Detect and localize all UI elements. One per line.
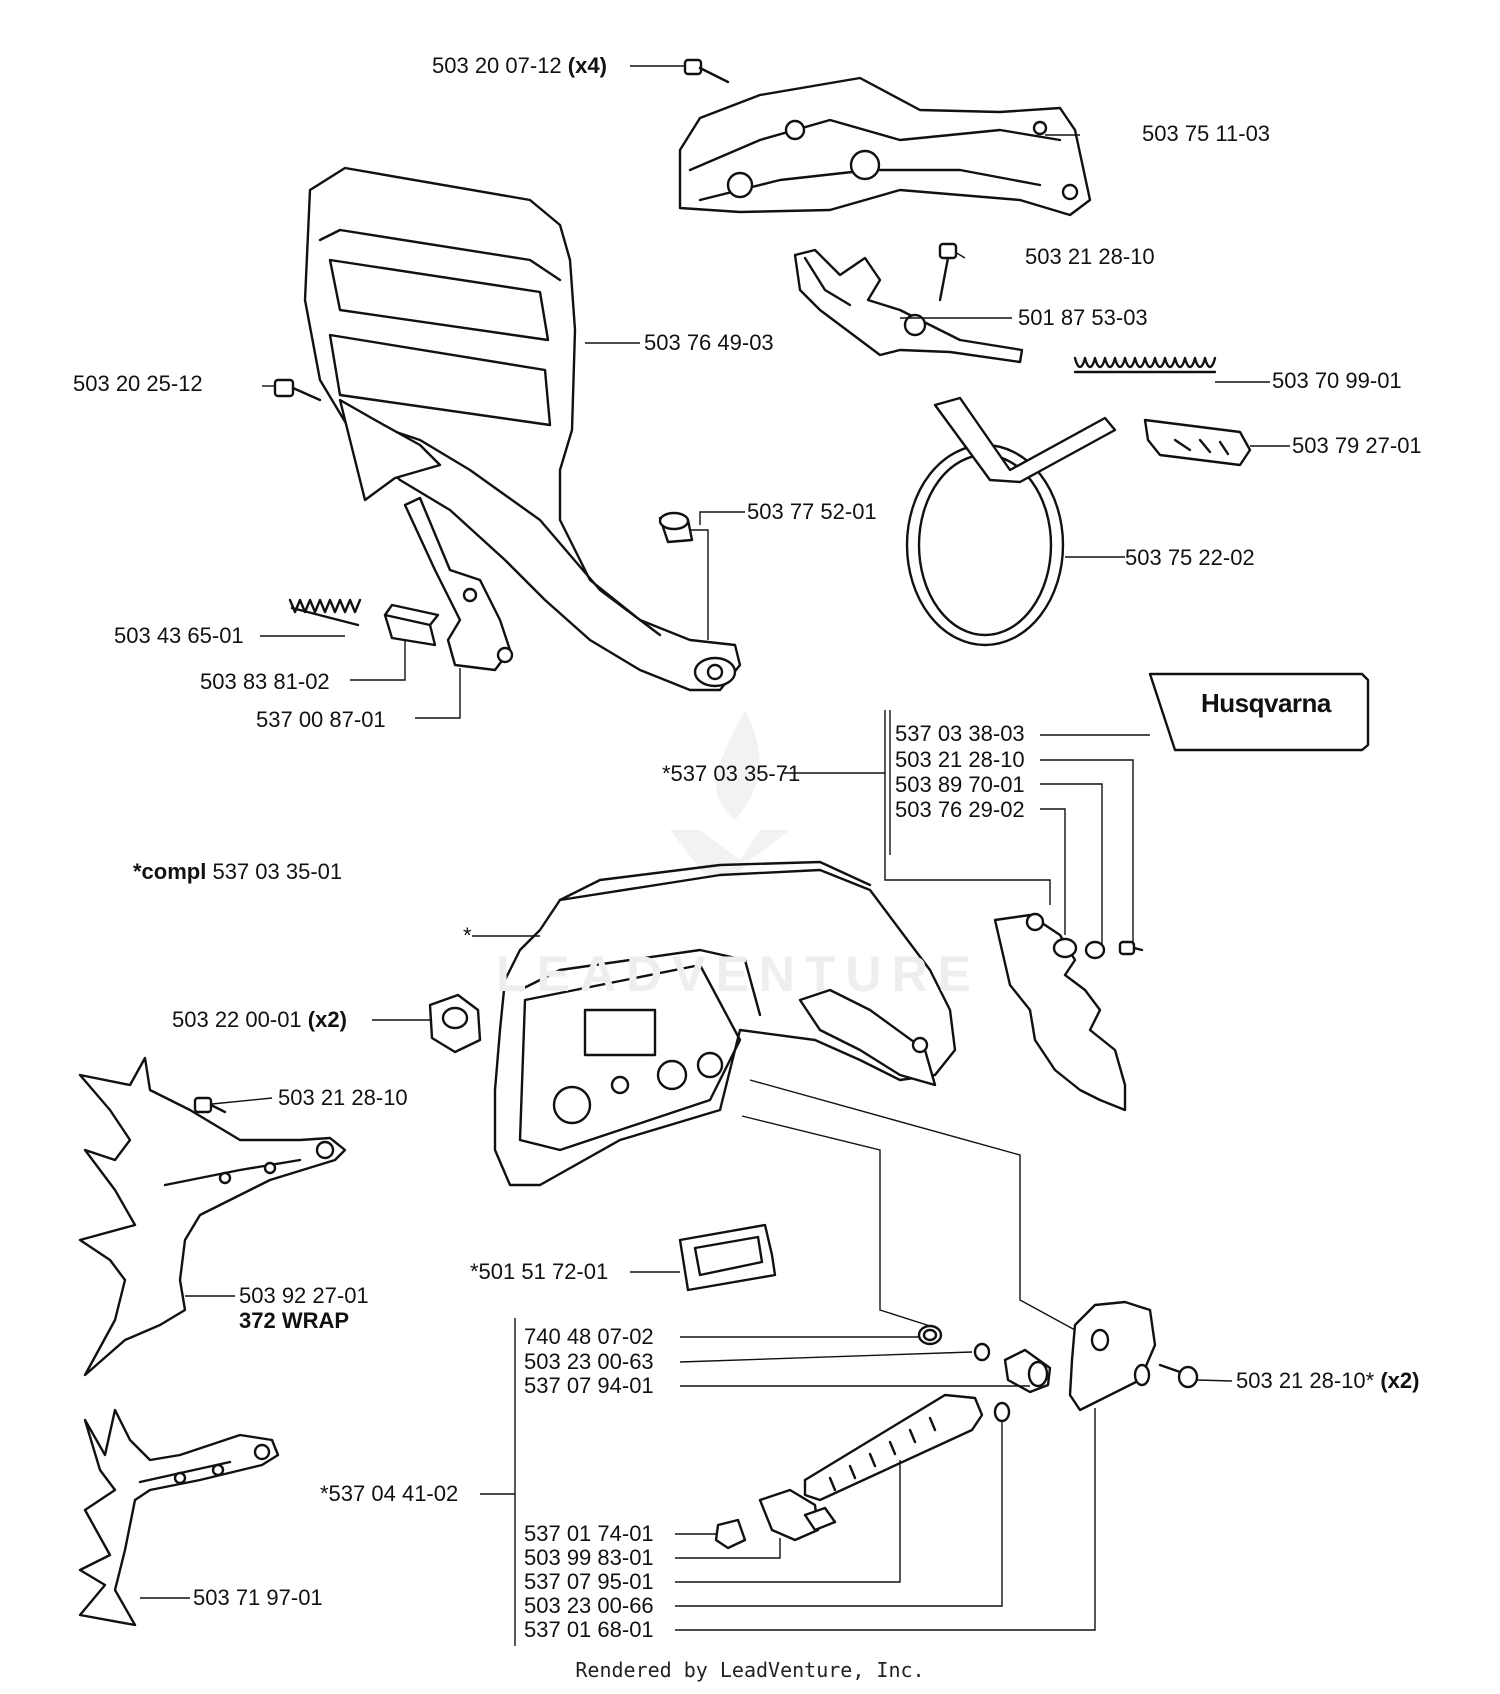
label-screw-d-number: 503 21 28-10*	[1236, 1368, 1375, 1393]
latch-part	[403, 496, 514, 672]
top-cover-part	[678, 76, 1092, 217]
label-washer-b[interactable]: 503 89 70-01	[895, 772, 1025, 797]
oring-c-part	[993, 1401, 1011, 1423]
label-screw-x4-qty: (x4)	[567, 53, 607, 78]
label-spacer-b[interactable]: 503 76 29-02	[895, 797, 1025, 822]
label-nut-qty: (x2)	[307, 1007, 347, 1032]
spacer-part	[1052, 937, 1144, 960]
label-screw-guard[interactable]: 503 20 25-12	[73, 371, 203, 396]
nut-part	[428, 993, 482, 1054]
label-spike-a-note[interactable]: 372 WRAP	[239, 1308, 350, 1333]
logo-text: Husqvarna	[1201, 688, 1331, 718]
label-screw-x4-number: 503 20 07-12	[432, 53, 562, 78]
label-spring[interactable]: 503 70 99-01	[1272, 368, 1402, 393]
label-small-spring[interactable]: 503 43 65-01	[114, 623, 244, 648]
brake-band-part	[905, 396, 1117, 647]
screw-rod-part	[803, 1393, 984, 1502]
watermark-text: LEADVENTURE	[496, 946, 982, 1002]
oring-b-part	[973, 1342, 991, 1362]
label-lever[interactable]: 501 87 53-03	[1018, 305, 1148, 330]
label-kit-a[interactable]: *537 03 35-71	[662, 761, 801, 786]
bracket-part	[1143, 418, 1252, 467]
label-nut-number: 503 22 00-01	[172, 1007, 302, 1032]
decal-outline	[1148, 672, 1370, 752]
label-screw-b[interactable]: 503 21 28-10	[895, 747, 1025, 772]
spike-wrap-part	[78, 1056, 347, 1377]
label-star[interactable]: *	[463, 923, 472, 948]
nut-holder-part	[758, 1488, 837, 1542]
label-adjuster[interactable]: 537 07 94-01	[524, 1373, 654, 1398]
label-top-cover[interactable]: 503 75 11-03	[1142, 121, 1271, 146]
husqvarna-logo: Husqvarna	[1201, 688, 1331, 719]
bushing-part	[658, 511, 694, 544]
label-kit-b[interactable]: *537 04 41-02	[320, 1481, 459, 1506]
label-decal[interactable]: 537 03 38-03	[895, 721, 1025, 746]
label-screw-rod[interactable]: 537 07 95-01	[524, 1569, 654, 1594]
watermark-flame-icon	[716, 710, 760, 820]
label-block[interactable]: 503 83 81-02	[200, 669, 330, 694]
label-compl-number: 537 03 35-01	[212, 859, 343, 884]
small-spring-part	[288, 598, 362, 627]
screw-lever-part	[938, 242, 958, 260]
label-compl[interactable]: *compl 537 03 35-01	[133, 860, 342, 884]
label-plate[interactable]: 537 01 68-01	[524, 1617, 654, 1642]
label-screw-a[interactable]: 503 21 28-10	[1025, 244, 1155, 269]
label-bracket[interactable]: 503 79 27-01	[1292, 433, 1422, 458]
label-screw-c[interactable]: 503 21 28-10	[278, 1085, 408, 1110]
label-felt[interactable]: *501 51 72-01	[470, 1259, 609, 1284]
screw-x4-part	[683, 58, 730, 84]
label-oring-c[interactable]: 503 23 00-66	[524, 1593, 654, 1618]
nut-small-part	[714, 1518, 747, 1550]
label-oring-a[interactable]: 740 48 07-02	[524, 1324, 654, 1349]
label-band[interactable]: 503 75 22-02	[1125, 545, 1255, 570]
watermark-v-icon	[670, 830, 790, 895]
chain-guard-part	[303, 166, 742, 692]
screw-guard-part	[273, 378, 295, 398]
label-nut-holder[interactable]: 503 99 83-01	[524, 1545, 654, 1570]
plate-part	[1068, 1300, 1157, 1412]
screw-spike-part	[193, 1096, 213, 1114]
felt-part	[678, 1223, 777, 1292]
adjuster-part	[1003, 1348, 1052, 1394]
footer-credit: Rendered by LeadVenture, Inc.	[575, 1658, 925, 1682]
block-part	[383, 603, 440, 647]
lever-part	[793, 248, 1024, 364]
label-bushing[interactable]: 503 77 52-01	[747, 499, 877, 524]
oring-a-part	[917, 1324, 943, 1346]
label-guard[interactable]: 503 76 49-03	[644, 330, 774, 355]
label-compl-prefix: *compl	[133, 859, 207, 884]
spring-part	[1073, 356, 1217, 374]
label-screw-d-qty: (x2)	[1380, 1368, 1420, 1393]
label-screw-x4[interactable]: 503 20 07-12 (x4)	[432, 54, 607, 78]
label-nut-small[interactable]: 537 01 74-01	[524, 1521, 654, 1546]
label-latch[interactable]: 537 00 87-01	[256, 707, 386, 732]
label-nut[interactable]: 503 22 00-01 (x2)	[172, 1008, 347, 1032]
label-screw-d[interactable]: 503 21 28-10* (x2)	[1236, 1369, 1419, 1393]
label-spike-b[interactable]: 503 71 97-01	[193, 1585, 323, 1610]
screw-plate-part	[1158, 1363, 1199, 1389]
label-oring-b[interactable]: 503 23 00-63	[524, 1349, 654, 1374]
label-spike-a[interactable]: 503 92 27-01	[239, 1283, 369, 1308]
spike-small-part	[78, 1408, 280, 1627]
clutch-cover-part	[493, 860, 957, 1187]
